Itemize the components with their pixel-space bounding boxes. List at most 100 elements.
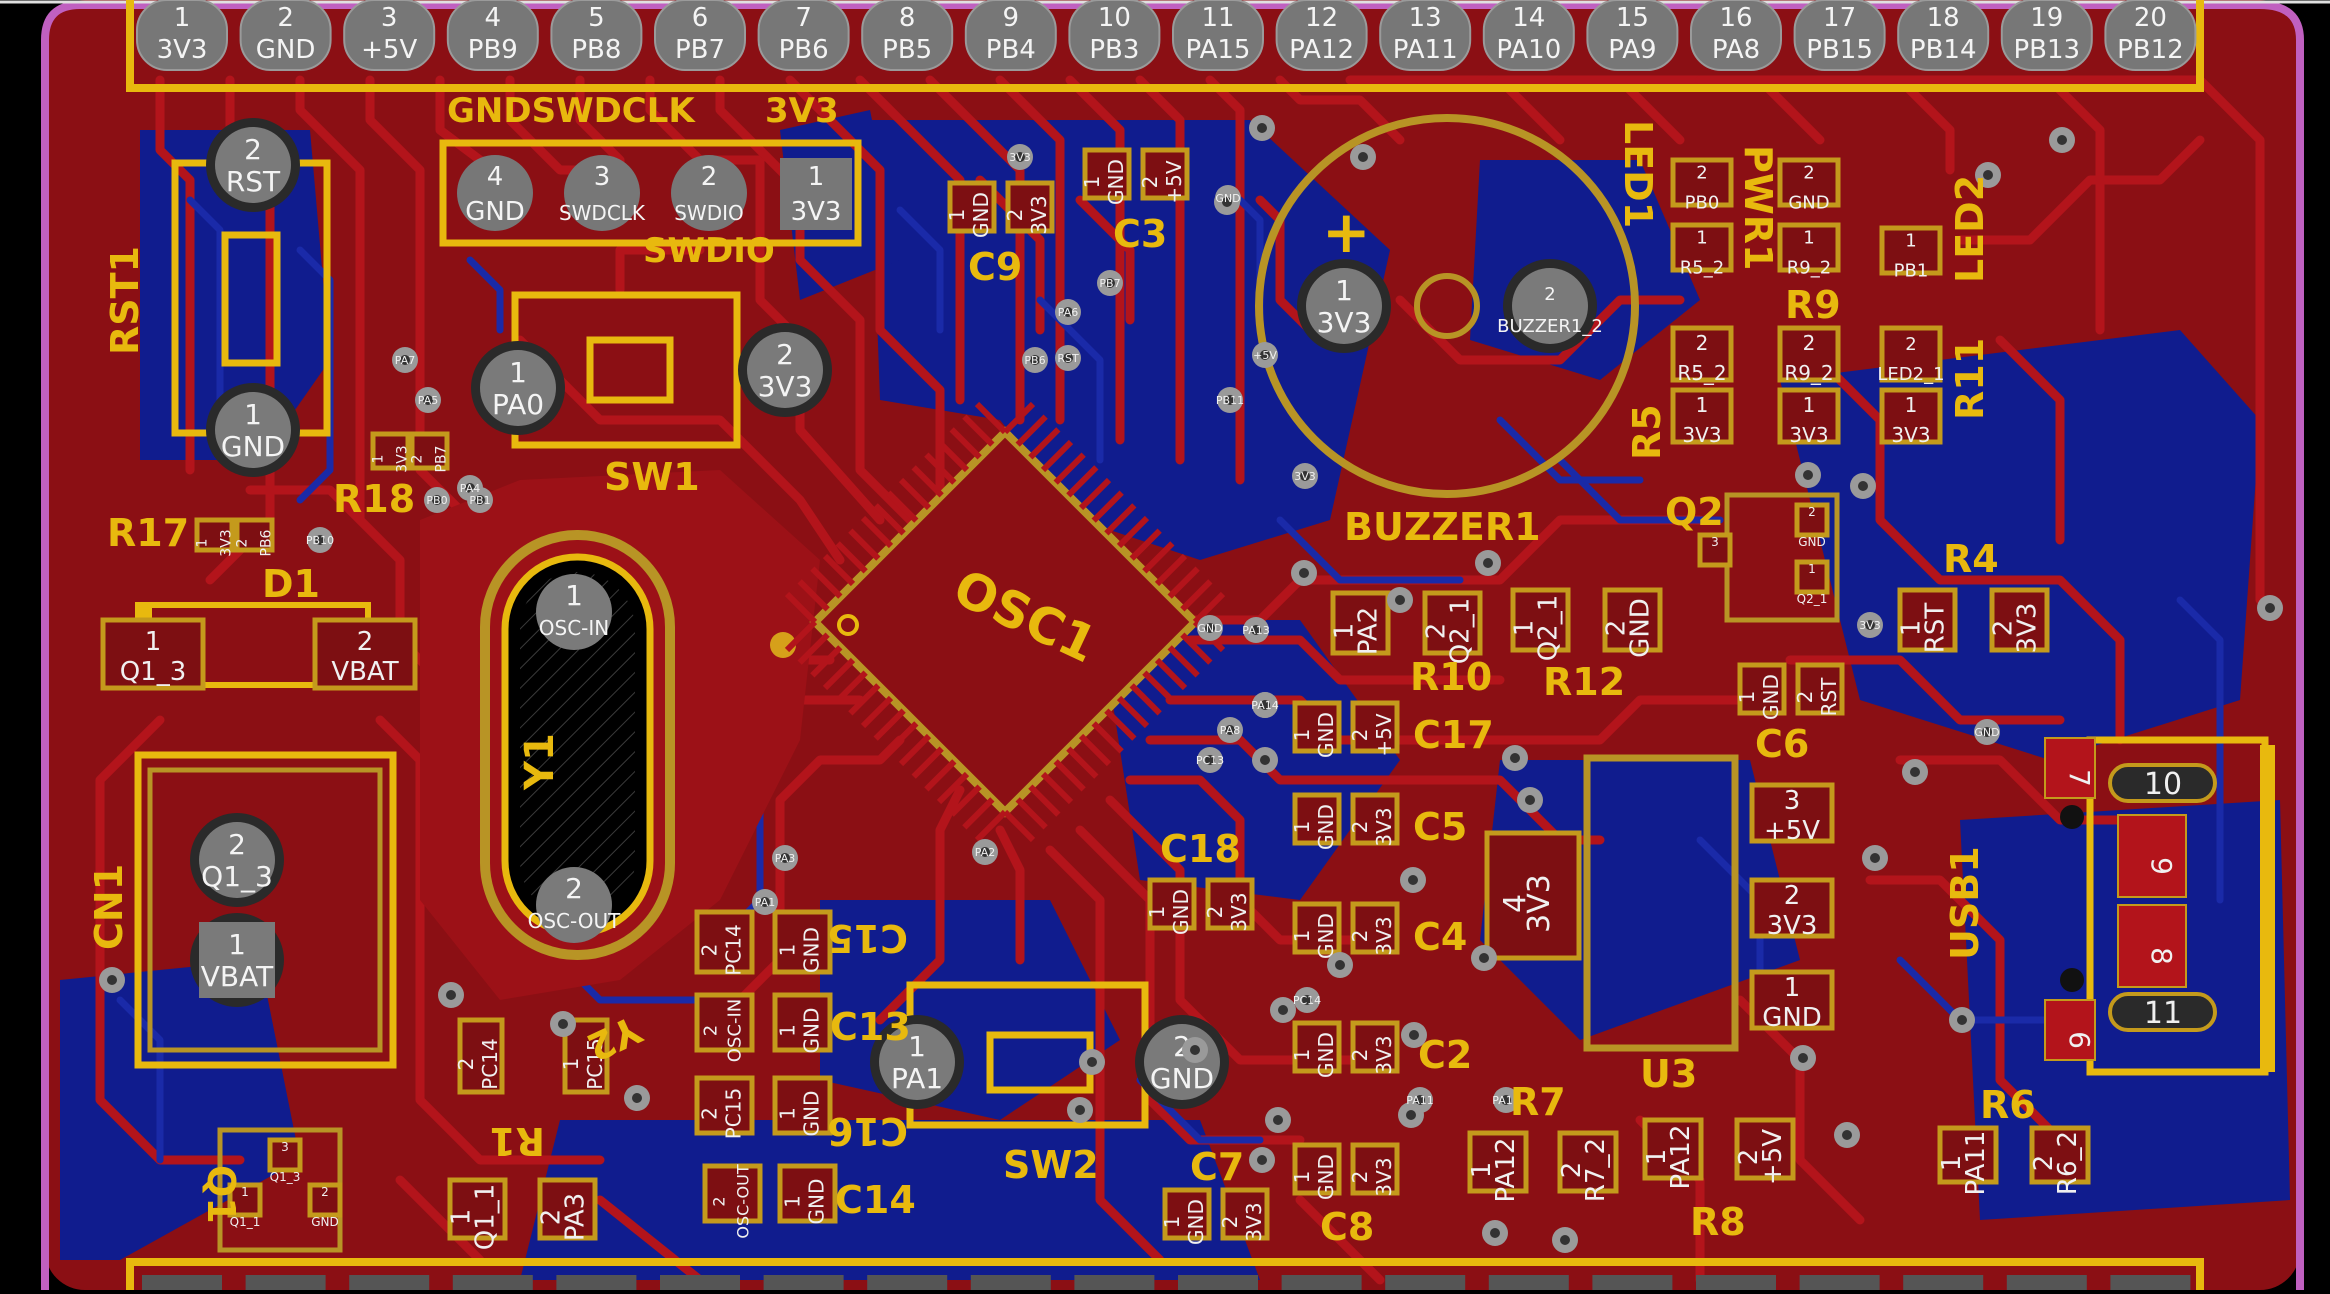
- usb-pad[interactable]: 6: [2044, 999, 2096, 1061]
- via[interactable]: [1975, 162, 2001, 188]
- smd-pad[interactable]: 1Q2_1: [1510, 587, 1571, 661]
- via[interactable]: [1197, 747, 1223, 773]
- via[interactable]: [1294, 987, 1320, 1013]
- via[interactable]: [2049, 127, 2075, 153]
- via[interactable]: [392, 347, 418, 373]
- via[interactable]: [1850, 473, 1876, 499]
- tht-pad[interactable]: 2Q1_3: [190, 813, 284, 907]
- via[interactable]: [1097, 270, 1123, 296]
- via[interactable]: [1291, 560, 1317, 586]
- via[interactable]: [624, 1085, 650, 1111]
- via[interactable]: [1834, 1122, 1860, 1148]
- via[interactable]: [415, 387, 441, 413]
- via[interactable]: [1214, 189, 1240, 215]
- smd-pad[interactable]: 2R5_2: [1670, 325, 1734, 385]
- via[interactable]: [1795, 462, 1821, 488]
- via[interactable]: [1055, 345, 1081, 371]
- smd-pad[interactable]: 2R7_2: [1557, 1130, 1619, 1202]
- via[interactable]: [1217, 387, 1243, 413]
- via[interactable]: [550, 1011, 576, 1037]
- usb-pad[interactable]: 8: [2117, 904, 2187, 988]
- smd-pad[interactable]: 2+5V: [1734, 1117, 1796, 1185]
- via[interactable]: [2257, 595, 2283, 621]
- via[interactable]: [1475, 550, 1501, 576]
- via[interactable]: [1552, 1227, 1578, 1253]
- via[interactable]: [424, 487, 450, 513]
- via[interactable]: [1387, 587, 1413, 613]
- smd-pad[interactable]: 3+5V: [1749, 782, 1835, 846]
- via[interactable]: [1902, 759, 1928, 785]
- via[interactable]: [1270, 997, 1296, 1023]
- via[interactable]: [772, 845, 798, 871]
- smd-pad[interactable]: 1Q1_1: [447, 1177, 508, 1250]
- via[interactable]: [1252, 692, 1278, 718]
- header-pin[interactable]: 3+5V: [343, 0, 436, 71]
- via[interactable]: [1067, 1097, 1093, 1123]
- via[interactable]: [1265, 1107, 1291, 1133]
- via[interactable]: [1197, 615, 1223, 641]
- via[interactable]: [1398, 1102, 1424, 1128]
- via[interactable]: [1249, 1147, 1275, 1173]
- via[interactable]: [1974, 719, 2000, 745]
- smd-pad[interactable]: 2R9_2: [1777, 325, 1841, 385]
- usb-pad[interactable]: 9: [2117, 814, 2187, 898]
- smd-pad[interactable]: 1Q1_1: [227, 1182, 263, 1229]
- via[interactable]: [1217, 717, 1243, 743]
- via[interactable]: [1400, 867, 1426, 893]
- via[interactable]: [1182, 1037, 1208, 1063]
- via[interactable]: [1949, 1007, 1975, 1033]
- via[interactable]: [1482, 1220, 1508, 1246]
